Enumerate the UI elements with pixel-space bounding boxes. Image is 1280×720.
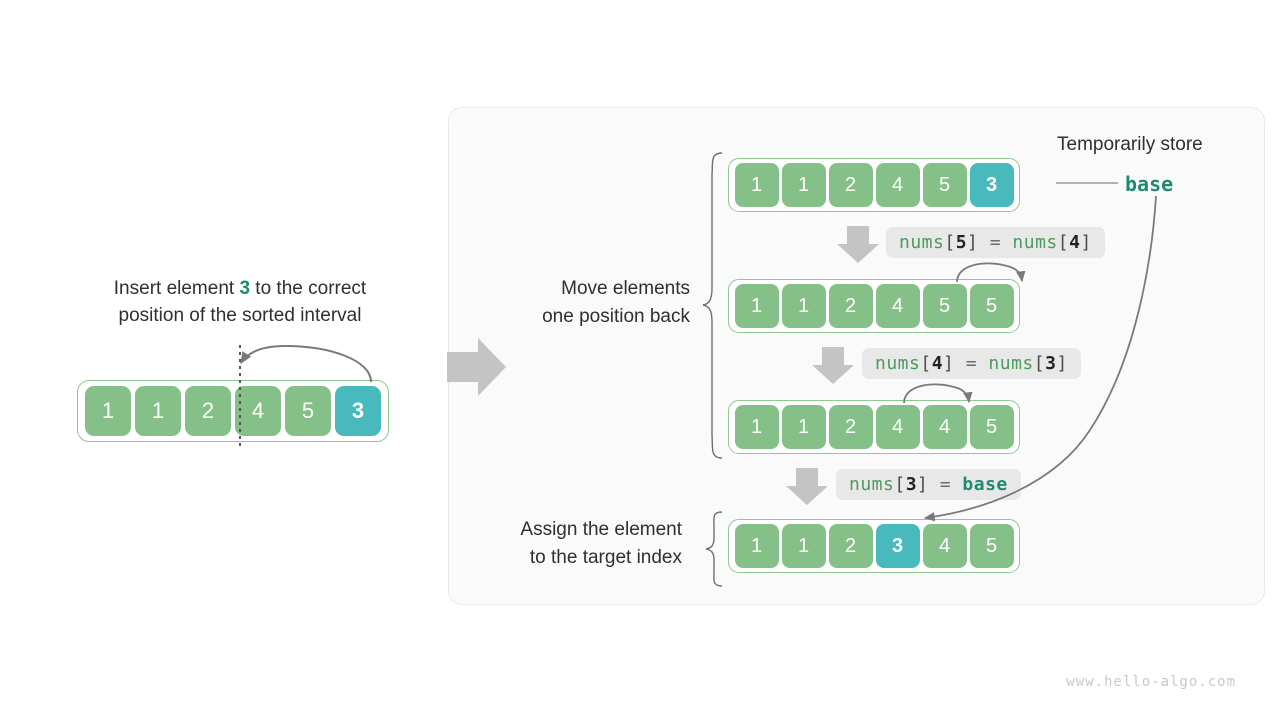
panel-row-initial-cell-3[interactable]: 4 xyxy=(875,163,920,207)
panel-row-initial-cell-4[interactable]: 5 xyxy=(922,163,967,207)
group-label-move-line1: Move elements xyxy=(561,278,690,299)
code1-cb2: ] xyxy=(1080,232,1092,253)
group-label-assign: Assign the element to the target index xyxy=(420,516,682,572)
left-caption-line2: position of the sorted interval xyxy=(118,305,362,326)
code2-fn1: nums xyxy=(875,353,921,374)
panel-row-final: 1 1 2 3 4 5 xyxy=(728,519,1020,573)
code1-fn1: nums xyxy=(899,232,945,253)
panel-row-final-cell-2[interactable]: 2 xyxy=(828,524,873,568)
panel-row-shift-4: 1 1 2 4 4 5 xyxy=(728,400,1020,454)
code1-eq: = xyxy=(989,232,1002,253)
panel-row-shift4-cell-4[interactable]: 4 xyxy=(922,405,967,449)
code3-cb1: ] xyxy=(917,474,929,495)
code3-ob1: [ xyxy=(894,474,906,495)
code3-base: base xyxy=(962,474,1008,495)
panel-row-shift4-cell-0[interactable]: 1 xyxy=(734,405,779,449)
code1-ix1: 5 xyxy=(955,232,968,253)
code2-cb1: ] xyxy=(943,353,955,374)
left-insert-arrow xyxy=(240,344,372,383)
code1-ob1: [ xyxy=(944,232,956,253)
code2-ob1: [ xyxy=(920,353,932,374)
left-array-cell-5[interactable]: 3 xyxy=(335,386,381,436)
code2-ix2: 3 xyxy=(1045,353,1057,374)
panel-row-initial-cell-0[interactable]: 1 xyxy=(734,163,779,207)
panel-row-shift5-cell-1[interactable]: 1 xyxy=(781,284,826,328)
code2-ob2: [ xyxy=(1033,353,1046,374)
panel-row-shift5-cell-3[interactable]: 4 xyxy=(875,284,920,328)
left-array-cell-2[interactable]: 2 xyxy=(185,386,231,436)
left-caption-number: 3 xyxy=(239,278,251,299)
left-array-cell-1[interactable]: 1 xyxy=(135,386,181,436)
left-caption-line1-pre: Insert element xyxy=(113,278,240,299)
panel-row-shift5-cell-2[interactable]: 2 xyxy=(828,284,873,328)
left-caption-line1-post: to the correct xyxy=(250,278,367,299)
code-nums4-nums3: nums[4] = nums[3] xyxy=(862,348,1081,379)
panel-row-initial-cell-2[interactable]: 2 xyxy=(828,163,873,207)
code2-eq: = xyxy=(965,353,978,374)
panel-row-final-cell-3[interactable]: 3 xyxy=(875,524,920,568)
code2-ix1: 4 xyxy=(931,353,944,374)
group-label-assign-line1: Assign the element xyxy=(520,519,682,540)
code1-ob2: [ xyxy=(1057,232,1070,253)
code3-eq: = xyxy=(939,474,952,495)
group-label-move-elements: Move elements one position back xyxy=(430,275,690,331)
base-variable-label: base xyxy=(1125,172,1174,196)
code3-fn1: nums xyxy=(849,474,895,495)
code2-fn2: nums xyxy=(988,353,1034,374)
group-label-move-line2: one position back xyxy=(542,306,690,327)
panel-row-shift5-cell-5[interactable]: 5 xyxy=(969,284,1014,328)
code1-fn2: nums xyxy=(1012,232,1058,253)
panel-row-initial: 1 1 2 4 5 3 xyxy=(728,158,1020,212)
code2-cb2: ] xyxy=(1056,353,1068,374)
temporarily-store-note: Temporarily store xyxy=(1057,134,1203,155)
site-watermark: www.hello-algo.com xyxy=(1066,674,1236,690)
panel-row-final-cell-4[interactable]: 4 xyxy=(922,524,967,568)
panel-row-shift-5: 1 1 2 4 5 5 xyxy=(728,279,1020,333)
panel-row-shift4-cell-2[interactable]: 2 xyxy=(828,405,873,449)
code-nums5-nums4: nums[5] = nums[4] xyxy=(886,227,1105,258)
code3-ix1: 3 xyxy=(905,474,918,495)
panel-row-shift4-cell-5[interactable]: 5 xyxy=(969,405,1014,449)
left-caption: Insert element 3 to the correct position… xyxy=(58,275,422,329)
panel-row-shift4-cell-1[interactable]: 1 xyxy=(781,405,826,449)
code1-cb1: ] xyxy=(967,232,979,253)
panel-row-final-cell-5[interactable]: 5 xyxy=(969,524,1014,568)
panel-row-shift4-cell-3[interactable]: 4 xyxy=(875,405,920,449)
panel-row-shift5-cell-4[interactable]: 5 xyxy=(922,284,967,328)
left-array-cell-4[interactable]: 5 xyxy=(285,386,331,436)
panel-row-final-cell-0[interactable]: 1 xyxy=(734,524,779,568)
panel-row-initial-cell-5[interactable]: 3 xyxy=(969,163,1014,207)
code1-ix2: 4 xyxy=(1069,232,1081,253)
panel-row-final-cell-1[interactable]: 1 xyxy=(781,524,826,568)
group-label-assign-line2: to the target index xyxy=(529,547,682,568)
left-array-cell-3[interactable]: 4 xyxy=(235,386,281,436)
panel-row-initial-cell-1[interactable]: 1 xyxy=(781,163,826,207)
code-nums3-base: nums[3] = base xyxy=(836,469,1021,500)
left-array: 1 1 2 4 5 3 xyxy=(77,380,389,442)
panel-row-shift5-cell-0[interactable]: 1 xyxy=(734,284,779,328)
left-array-cell-0[interactable]: 1 xyxy=(85,386,131,436)
